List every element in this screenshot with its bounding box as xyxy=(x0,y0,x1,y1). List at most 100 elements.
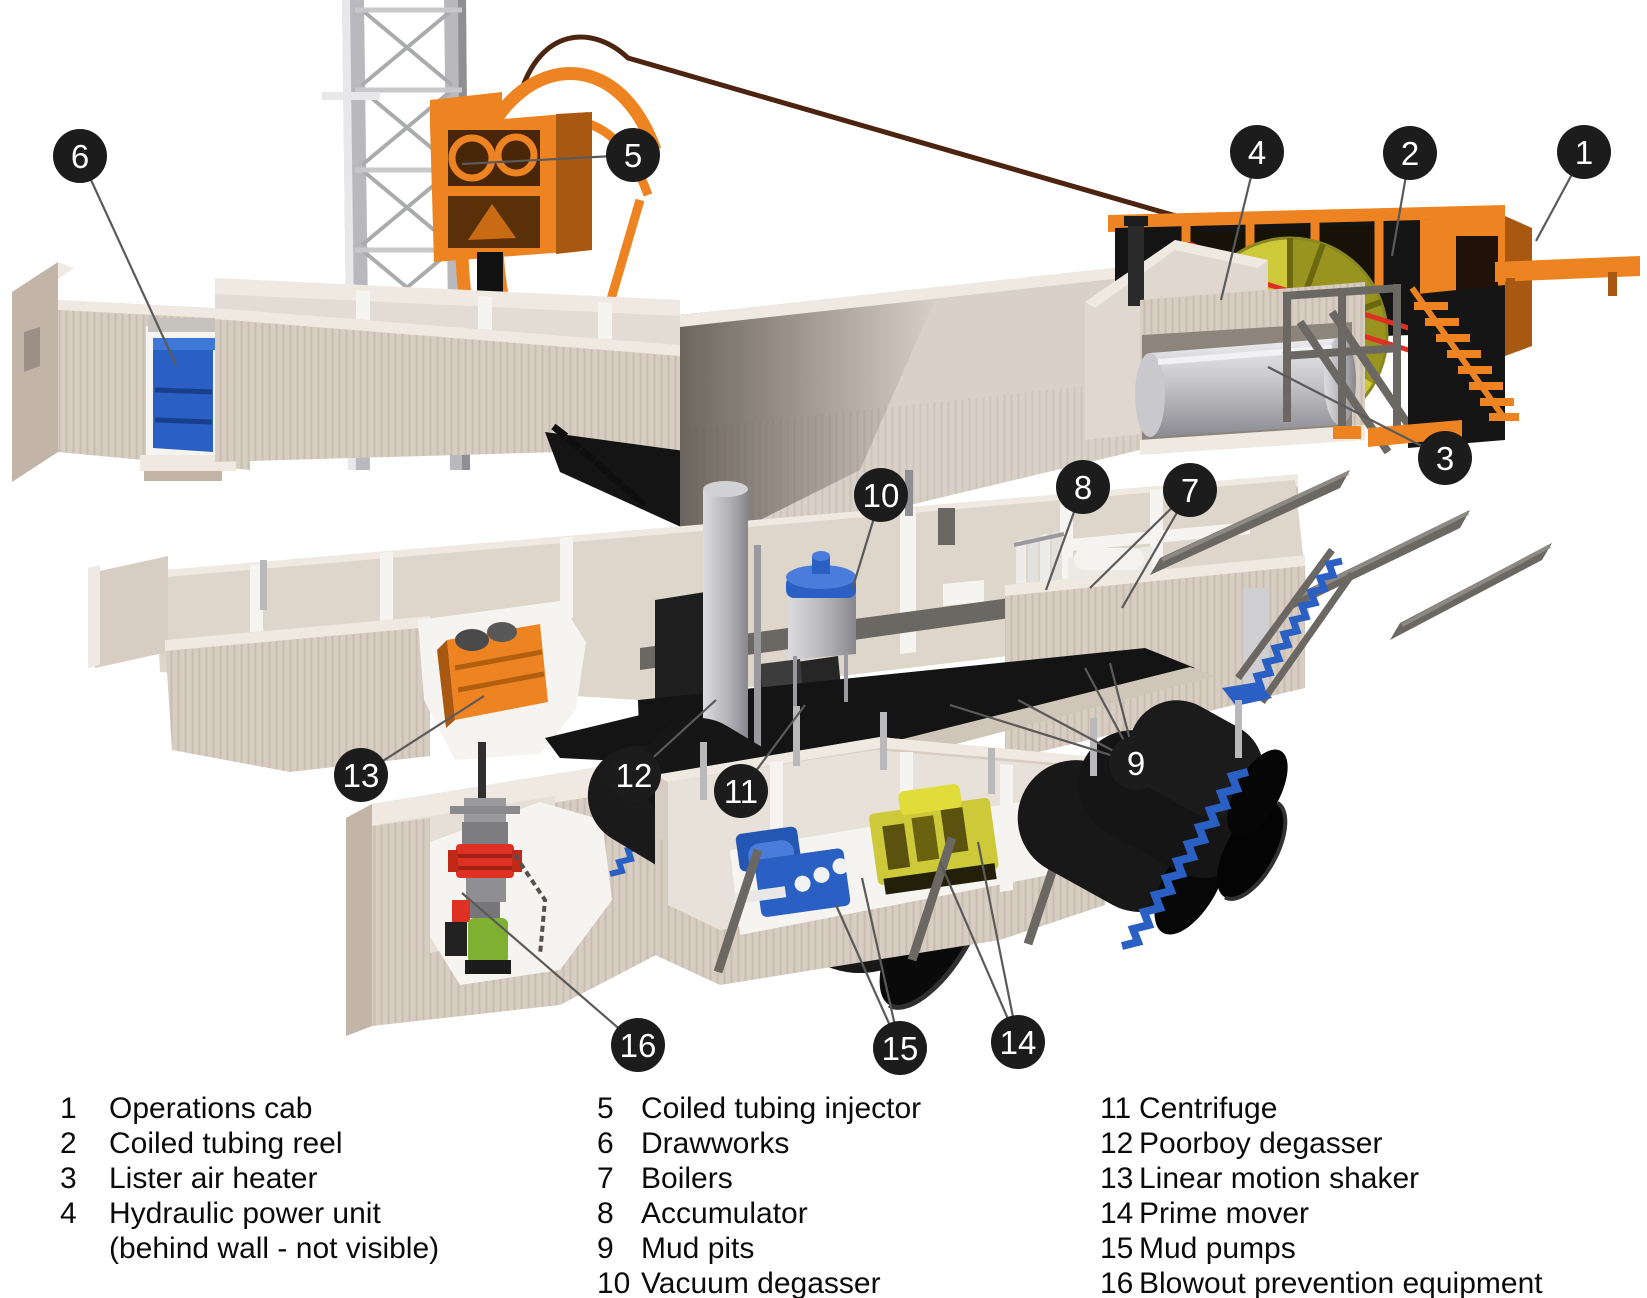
callout-3-circle xyxy=(1418,431,1472,485)
legend-item-5-number: 5 xyxy=(597,1092,614,1125)
callout-8: 8 xyxy=(1044,460,1110,591)
callout-5: 5 xyxy=(461,128,660,182)
callout-16: 16 xyxy=(461,892,665,1072)
bottom-right-stairs xyxy=(1121,768,1249,950)
callout-13-number: 13 xyxy=(343,757,380,794)
callout-11: 11 xyxy=(714,704,806,818)
legend-item-7: 7 Boilers xyxy=(597,1161,921,1196)
legend-item-11-label: Centrifuge xyxy=(1139,1092,1278,1125)
pump-house xyxy=(655,737,1105,985)
callout-5-leader-line xyxy=(461,153,634,166)
bop-stack xyxy=(445,742,548,974)
legend-item-1: 1 Operations cab xyxy=(60,1091,439,1126)
callout-13: 13 xyxy=(334,695,485,802)
callout-2-circle xyxy=(1383,126,1437,180)
callout-1-circle xyxy=(1557,125,1611,179)
callout-3-leader-line xyxy=(1267,366,1446,459)
callout-16-leader-line xyxy=(461,892,639,1046)
drill-line-dashes xyxy=(551,423,647,507)
legend-item-5: 5 Coiled tubing injector xyxy=(597,1091,921,1126)
callout-11-number: 11 xyxy=(724,773,758,810)
legend-item-4-label: (behind wall - not visible) xyxy=(109,1232,440,1265)
legend-item-14-label: Prime mover xyxy=(1139,1197,1310,1230)
legend-item-4-number xyxy=(60,1231,109,1266)
callout-3-number: 3 xyxy=(1436,440,1454,477)
callout-1-number: 1 xyxy=(1575,134,1593,171)
callout-14-number: 14 xyxy=(1000,1024,1037,1061)
callout-15-circle xyxy=(873,1021,927,1075)
legend-item-8-number: 8 xyxy=(597,1197,614,1230)
callout-1: 1 xyxy=(1535,125,1611,242)
legend-item-4-label: Hydraulic power unit xyxy=(109,1197,381,1230)
callout-15-leader-line xyxy=(860,877,902,1049)
access-ramps xyxy=(1150,470,1552,640)
legend-item-7-label: Boilers xyxy=(641,1162,733,1195)
callout-4-circle xyxy=(1230,125,1284,179)
callout-10: 10 xyxy=(850,468,908,591)
callout-6-number: 6 xyxy=(71,138,89,175)
drawworks xyxy=(153,338,215,452)
legend-item-8: 8 Accumulator xyxy=(597,1196,921,1231)
coiled-tubing-injector xyxy=(430,92,592,358)
callout-14: 14 xyxy=(938,841,1045,1069)
legend-item-4-cont: (behind wall - not visible) xyxy=(60,1231,439,1266)
middle-right-stairs xyxy=(1222,547,1355,706)
legend-item-6-number: 6 xyxy=(597,1127,614,1160)
legend-item-1-number: 1 xyxy=(60,1092,77,1125)
substructure-top-skid xyxy=(12,262,1140,560)
callout-15: 15 xyxy=(834,877,927,1075)
callout-14-circle xyxy=(991,1015,1045,1069)
callout-12-circle xyxy=(607,748,661,802)
callout-7: 7 xyxy=(1089,463,1217,609)
callout-15-number: 15 xyxy=(882,1030,919,1067)
legend-item-16-number: 16 xyxy=(1100,1267,1134,1298)
callout-16-circle xyxy=(611,1018,665,1072)
callout-10-number: 10 xyxy=(863,477,900,514)
legend-item-8-label: Accumulator xyxy=(641,1197,808,1230)
legend-item-10-label: Vacuum degasser xyxy=(641,1267,881,1298)
reel-railing xyxy=(1282,284,1424,455)
legend-item-1-label: Operations cab xyxy=(109,1092,313,1125)
linear-motion-shaker xyxy=(418,601,586,760)
air-heater-bay xyxy=(1135,282,1365,455)
callout-2: 2 xyxy=(1383,126,1437,257)
tubing-string xyxy=(517,34,1288,251)
legend-item-5-label: Coiled tubing injector xyxy=(641,1092,922,1125)
legend-item-11-number: 11 xyxy=(1100,1092,1132,1125)
legend-item-7-number: 7 xyxy=(597,1162,614,1195)
callout-6-leader-line xyxy=(79,155,177,366)
callout-9-leader-line xyxy=(949,703,1137,765)
legend-item-2-label: Coiled tubing reel xyxy=(109,1127,343,1160)
callout-8-number: 8 xyxy=(1074,469,1092,506)
callout-12-number: 12 xyxy=(616,757,653,794)
callout-10-circle xyxy=(854,468,908,522)
bop-house xyxy=(346,742,685,1036)
callout-9: 9 xyxy=(949,662,1163,790)
legend-item-9-number: 9 xyxy=(597,1232,614,1265)
callout-2-number: 2 xyxy=(1401,135,1419,172)
legend-item-15-number: 15 xyxy=(1100,1232,1134,1265)
legend-item-3-label: Lister air heater xyxy=(109,1162,318,1195)
callout-11-circle xyxy=(714,764,768,818)
legend-item-13-label: Linear motion shaker xyxy=(1139,1162,1420,1195)
callout-14-leader-line xyxy=(976,841,1020,1043)
callout-12: 12 xyxy=(607,699,717,802)
middle-skid xyxy=(88,470,1552,806)
cab-stairs xyxy=(1333,256,1640,448)
legend-item-9-label: Mud pits xyxy=(641,1232,755,1265)
callout-14-leader-line xyxy=(938,861,1020,1043)
vacuum-degasser xyxy=(786,551,856,706)
callout-9-circle xyxy=(1109,736,1163,790)
callout-6: 6 xyxy=(53,129,177,366)
